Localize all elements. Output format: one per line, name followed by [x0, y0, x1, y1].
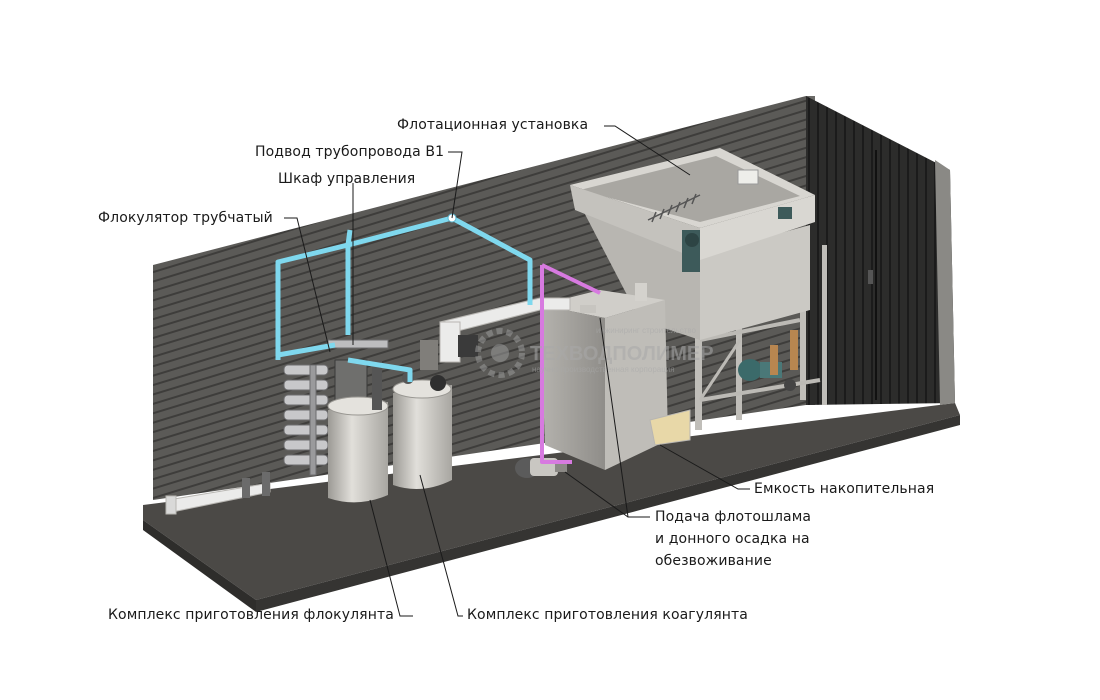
label-flocculant-complex: Комплекс приготовления флокулянта	[108, 607, 394, 623]
b1-pipeline	[275, 215, 533, 382]
watermark-brand: ТЕХВОДПОЛИМЕР	[530, 343, 714, 365]
label-pipeline-b1: Подвод трубопровода В1	[255, 144, 445, 160]
watermark: ТЕХВОДПОЛИМЕР инжиниринг строительство н…	[475, 326, 714, 378]
label-sludge-supply-line2: и донного осадка на	[655, 531, 810, 547]
end-wall-doors	[806, 96, 955, 405]
floor	[143, 403, 960, 600]
watermark-subtitle: научно-производственная корпорация	[532, 365, 675, 374]
sludge-pump	[515, 458, 567, 478]
label-sludge-supply: Подача флотошлама и донного осадка на об…	[655, 506, 825, 572]
label-flotation-unit: Флотационная установка	[397, 117, 589, 133]
sludge-line	[540, 263, 601, 464]
white-pipes	[165, 297, 691, 515]
leader-lines	[284, 125, 750, 617]
storage-tank	[540, 283, 668, 470]
label-sludge-supply-line3: обезвоживание	[655, 553, 772, 569]
flotation-unit	[570, 148, 827, 430]
label-control-cabinet: Шкаф управления	[278, 171, 416, 187]
label-tube-flocculator: Флокулятор трубчатый	[98, 210, 273, 226]
label-sludge-supply-line1: Подача флотошлама	[655, 509, 812, 525]
flocculant-tank	[327, 396, 389, 503]
watermark-tagline: инжиниринг строительство	[596, 326, 697, 335]
coagulant-tank	[392, 372, 452, 489]
label-storage-tank: Емкость накопительная	[754, 481, 935, 497]
label-coagulant-complex: Комплекс приготовления коагулянта	[467, 607, 748, 623]
